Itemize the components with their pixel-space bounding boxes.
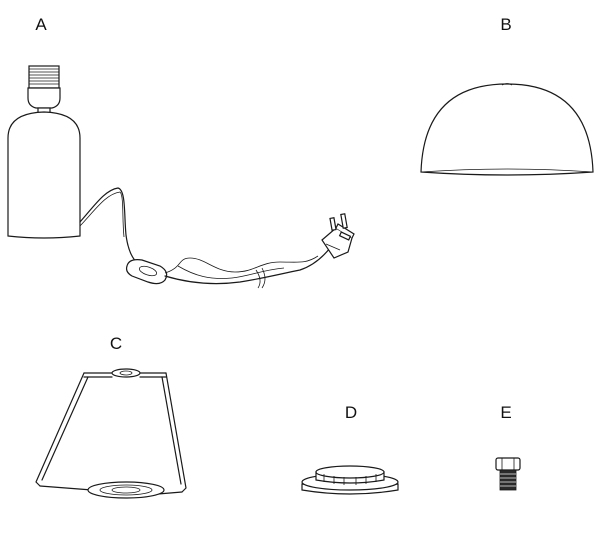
shade-frame (35, 368, 187, 499)
lamp-socket (27, 65, 61, 114)
label-part-d: D (344, 403, 358, 422)
lamp-base (7, 65, 355, 289)
label-part-a: A (35, 15, 47, 34)
cord-plug (321, 213, 355, 259)
label-part-c: C (109, 334, 123, 353)
ring-nut (301, 465, 399, 495)
label-part-b: B (500, 15, 512, 34)
label-part-e: E (500, 403, 512, 422)
lamp-cord (79, 187, 139, 265)
dome-shade (420, 83, 594, 176)
screw (495, 457, 521, 491)
cord-switch (125, 259, 168, 285)
lamp-body (7, 111, 81, 239)
